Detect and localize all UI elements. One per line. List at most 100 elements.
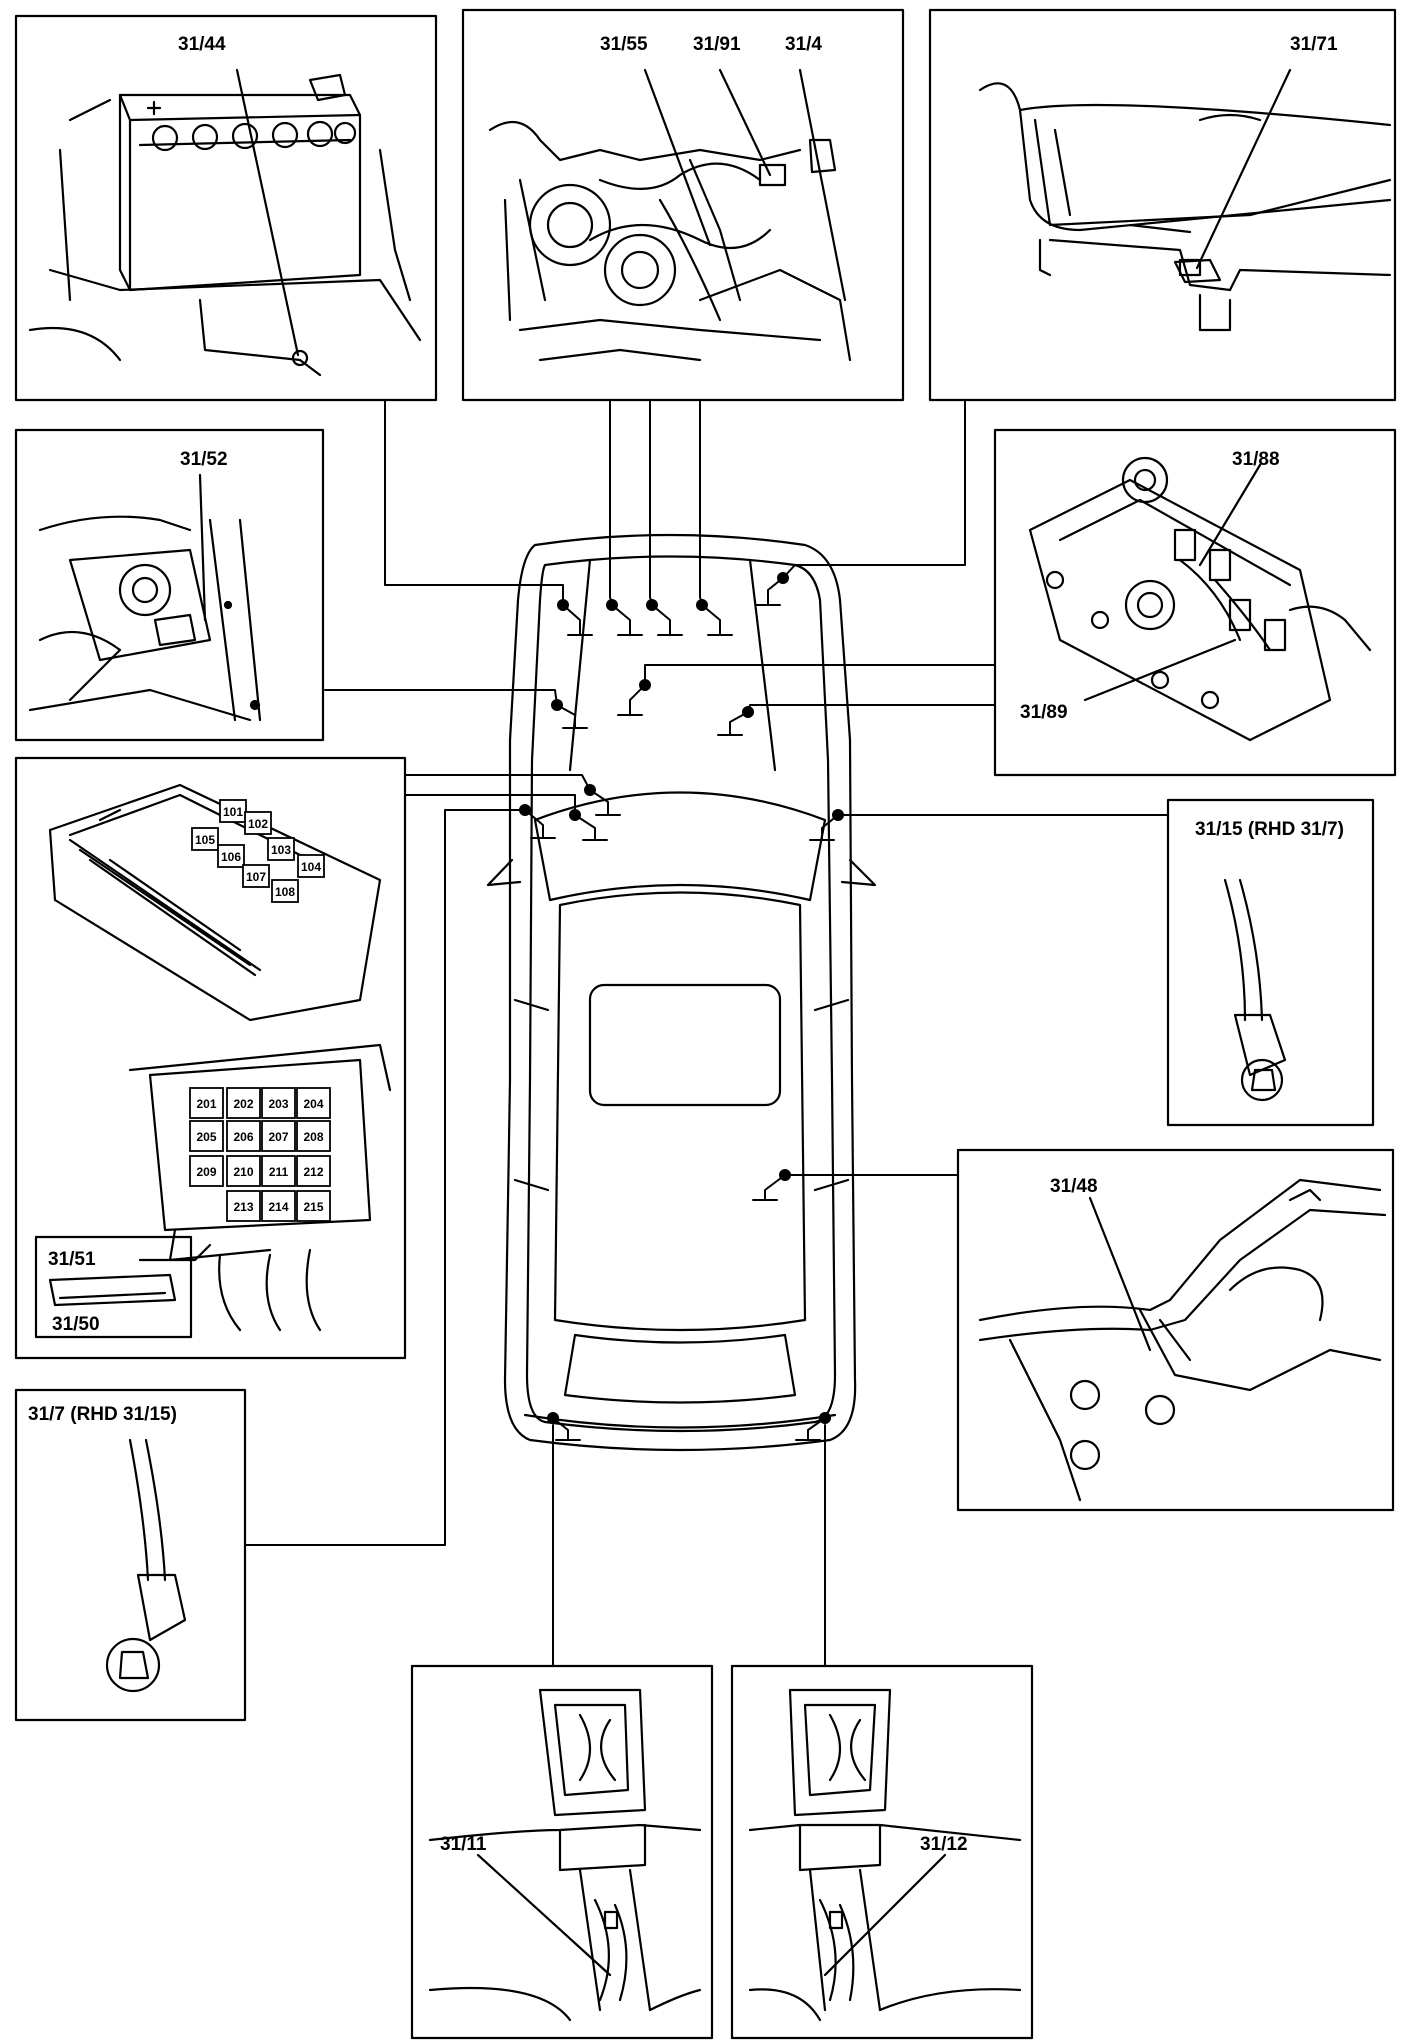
relay-cell bbox=[226, 1190, 261, 1222]
callout-labels: 31/44 31/55 31/91 31/4 31/71 31/52 31/88… bbox=[28, 34, 1344, 1855]
relay-number: 207 bbox=[268, 1130, 288, 1144]
ground-symbol-31-52 bbox=[551, 699, 588, 729]
relay-cell bbox=[267, 837, 295, 861]
relay-number: 208 bbox=[303, 1130, 323, 1144]
label-31-71: 31/71 bbox=[1290, 34, 1338, 55]
panel-battery bbox=[14, 14, 438, 402]
relay-number: 215 bbox=[303, 1200, 323, 1214]
ground-symbol-31-48 bbox=[752, 1169, 791, 1201]
hood-line-left bbox=[568, 558, 592, 772]
relay-cell bbox=[242, 864, 270, 888]
relay-number: 213 bbox=[233, 1200, 253, 1214]
panel-b-pillar-frame bbox=[956, 1148, 1395, 1512]
label-31-44: 31/44 bbox=[178, 34, 226, 55]
relay-cell bbox=[189, 1120, 224, 1152]
relay-cell bbox=[261, 1155, 296, 1187]
relay-cell bbox=[296, 1190, 331, 1222]
left-tail-leader-31-11 bbox=[476, 1853, 612, 1977]
relay-cell bbox=[189, 1155, 224, 1187]
relay-number: 214 bbox=[268, 1200, 288, 1214]
ground-symbol-31-15 bbox=[809, 809, 844, 841]
relay-number: 205 bbox=[196, 1130, 216, 1144]
panel-battery-frame bbox=[14, 14, 438, 402]
label-31-51: 31/51 bbox=[48, 1249, 96, 1270]
ground-symbols bbox=[519, 572, 844, 1441]
panel-fender-frame bbox=[928, 8, 1397, 402]
b-pillar-leader-31-48 bbox=[1088, 1196, 1152, 1352]
panel-engine-bay-frame bbox=[461, 8, 905, 402]
relay-number: 202 bbox=[233, 1097, 253, 1111]
ground-symbol-31-88 bbox=[617, 679, 651, 716]
relay-number: 211 bbox=[269, 1165, 289, 1179]
relay-cell bbox=[261, 1120, 296, 1152]
ground-symbol-31-7 bbox=[519, 804, 556, 839]
relay-cell bbox=[261, 1190, 296, 1222]
label-31-50: 31/50 bbox=[52, 1314, 100, 1335]
right-eyelet-bolt bbox=[1240, 1058, 1284, 1102]
relay-number: 108 bbox=[275, 885, 295, 899]
relay-cell bbox=[297, 854, 325, 878]
battery-ground-leader bbox=[235, 68, 300, 357]
ground-symbol-fuse-b bbox=[569, 809, 608, 841]
panel-coil-cover bbox=[993, 428, 1397, 777]
relay-cell bbox=[189, 1087, 224, 1119]
label-31-15-rhd-31-7: 31/15 (RHD 31/7) bbox=[1195, 819, 1344, 840]
leader-lines bbox=[244, 399, 1169, 1667]
panel-coil-cover-frame bbox=[993, 428, 1397, 777]
mirror-right bbox=[840, 858, 877, 887]
relay-cell bbox=[296, 1155, 331, 1187]
relay-cell bbox=[244, 811, 272, 835]
rear-window bbox=[563, 1333, 797, 1404]
left-eyelet-bolt bbox=[105, 1637, 161, 1693]
relay-number: 203 bbox=[268, 1097, 288, 1111]
relay-number: 204 bbox=[303, 1097, 323, 1111]
label-31-4: 31/4 bbox=[785, 34, 822, 55]
relay-cell bbox=[219, 799, 247, 823]
ground-symbol-31-44 bbox=[557, 599, 593, 636]
relay-cell bbox=[296, 1087, 331, 1119]
relay-cell bbox=[226, 1087, 261, 1119]
label-31-12: 31/12 bbox=[920, 1834, 968, 1855]
panel-engine-bay bbox=[461, 8, 905, 402]
ground-symbol-31-4 bbox=[696, 599, 733, 636]
ground-symbol-31-91 bbox=[646, 599, 683, 636]
fender-leader-31-71 bbox=[1195, 68, 1292, 270]
right-tail-leader-31-12 bbox=[823, 1853, 947, 1977]
relay-number: 101 bbox=[223, 805, 243, 819]
relay-number: 102 bbox=[248, 817, 268, 831]
label-31-88: 31/88 bbox=[1232, 449, 1280, 470]
door-line-left bbox=[513, 998, 550, 1192]
mirror-left bbox=[486, 858, 522, 887]
door-line-right bbox=[813, 998, 850, 1192]
panel-left-tail-frame bbox=[410, 1664, 714, 2040]
ground-symbol-31-11 bbox=[547, 1412, 581, 1441]
engine-leader-31-91 bbox=[718, 68, 772, 177]
car-body-outline bbox=[503, 533, 857, 1452]
label-31-52: 31/52 bbox=[180, 449, 228, 470]
relay-cell bbox=[226, 1120, 261, 1152]
car-inner-outline bbox=[525, 555, 837, 1433]
label-31-11: 31/11 bbox=[440, 1834, 487, 1855]
panel-left-tail bbox=[410, 1664, 714, 2040]
coil-leader-31-89 bbox=[1083, 638, 1237, 702]
panel-left-ground-eyelet bbox=[14, 1388, 247, 1722]
sunroof bbox=[588, 983, 782, 1107]
relay-cell bbox=[226, 1155, 261, 1187]
ground-symbol-fuse-a bbox=[584, 784, 621, 816]
relay-number: 105 bbox=[195, 833, 215, 847]
ground-symbol-31-89 bbox=[717, 706, 754, 736]
engine-leader-31-4 bbox=[798, 68, 847, 302]
rear-bumper bbox=[523, 1413, 837, 1429]
relay-number: 210 bbox=[233, 1165, 253, 1179]
ground-symbol-31-12 bbox=[795, 1412, 831, 1441]
relay-number: 104 bbox=[301, 860, 321, 874]
fuse-connector-frame bbox=[34, 1235, 193, 1339]
panel-fuse-box bbox=[14, 756, 407, 1360]
label-31-7-rhd-31-15: 31/7 (RHD 31/15) bbox=[28, 1404, 177, 1425]
panel-right-tail bbox=[730, 1664, 1034, 2040]
battery-ground-bolt bbox=[291, 349, 309, 367]
relay-number: 107 bbox=[246, 870, 266, 884]
